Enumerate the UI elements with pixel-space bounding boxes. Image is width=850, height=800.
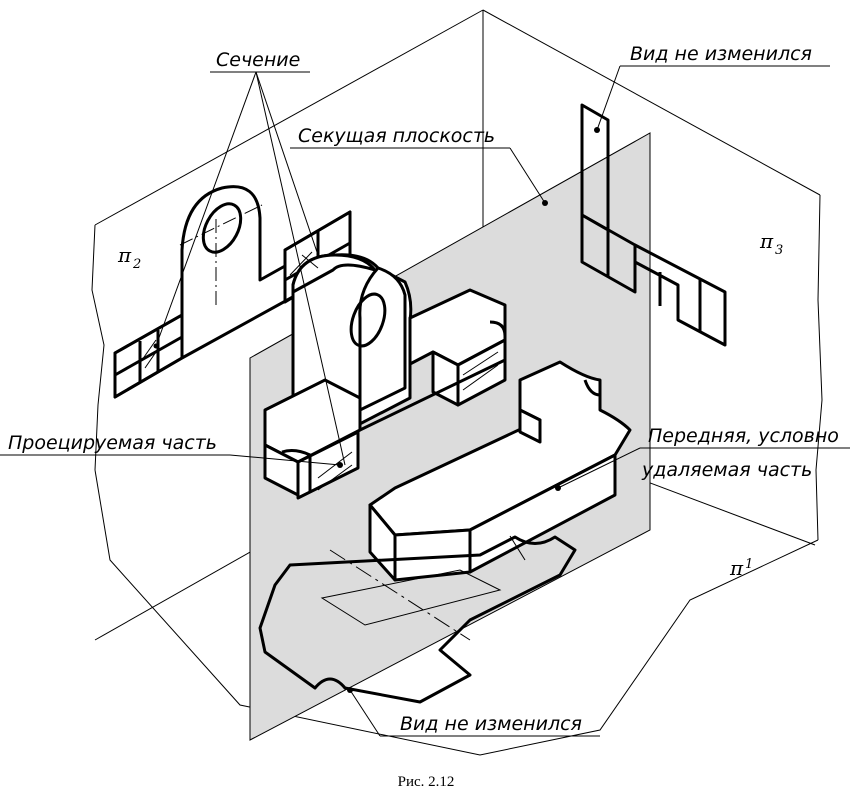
pi3-profile-view (580, 103, 727, 347)
label-view-unchanged-bottom: Вид не изменился (400, 713, 582, 735)
label-view-unchanged-top: Вид не изменился (630, 43, 812, 65)
svg-text:π: π (117, 243, 132, 267)
plane-label-pi3: π 3 (759, 229, 783, 258)
leader-lines (0, 65, 850, 737)
cutting-plane (249, 132, 651, 741)
svg-text:1: 1 (745, 557, 753, 572)
svg-text:2: 2 (132, 257, 141, 272)
label-front-removed-line1: Передняя, условно (648, 425, 839, 447)
pi1-top-view (258, 535, 577, 704)
label-front-removed-line2: удаляемая часть (641, 459, 812, 481)
svg-text:π: π (729, 556, 744, 580)
label-section: Сечение (216, 49, 300, 71)
plane-label-pi2: π 2 (117, 243, 141, 272)
projected-part (263, 253, 507, 500)
svg-text:π: π (759, 229, 774, 253)
label-projected-part: Проецируемая часть (8, 432, 217, 454)
figure-caption: Рис. 2.12 (398, 774, 455, 790)
plane-label-pi1: π 1 (729, 556, 753, 580)
label-cutting-plane: Секущая плоскость (298, 125, 495, 147)
svg-text:3: 3 (775, 243, 783, 258)
